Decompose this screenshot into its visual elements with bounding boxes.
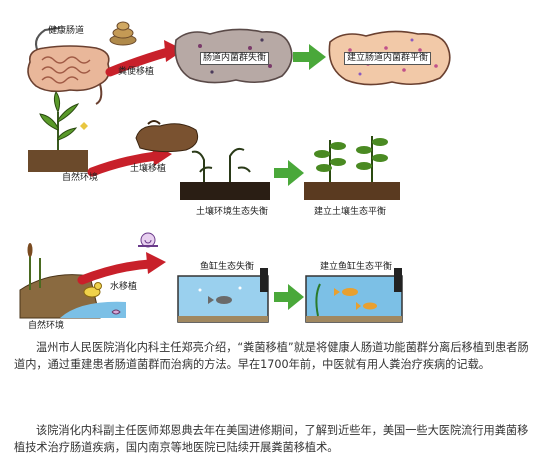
stool-icon bbox=[109, 21, 137, 46]
gut-imbalance-label: 肠道内菌群失衡 bbox=[200, 52, 270, 65]
tank-balance-label: 建立鱼缸生态平衡 bbox=[320, 262, 393, 272]
soil-natural-env-label: 自然环境 bbox=[62, 173, 99, 183]
pond-natural-env bbox=[19, 243, 126, 319]
healthy-gut-label: 健康肠道 bbox=[48, 26, 85, 36]
healthy-plants bbox=[304, 136, 400, 200]
soil-imbalance-label: 土壤环境生态失衡 bbox=[196, 207, 269, 217]
green-arrow-row3 bbox=[274, 284, 304, 310]
green-arrow-row2 bbox=[274, 160, 304, 186]
tank-imbalance-label: 鱼缸生态失衡 bbox=[200, 262, 255, 272]
green-arrow-row1 bbox=[293, 44, 326, 70]
water-transplant-label: 水移植 bbox=[110, 282, 138, 292]
article-paragraph-2: 该院消化内科副主任医师郑恩典去年在美国进修期间，了解到近些年，美国一些大医院流行… bbox=[14, 424, 529, 454]
gut-balance-label: 建立肠道内菌群平衡 bbox=[344, 52, 432, 65]
water-natural-env-label: 自然环境 bbox=[28, 321, 65, 331]
soil-balance-label: 建立土壤生态平衡 bbox=[314, 207, 387, 217]
plant-natural-env bbox=[28, 91, 88, 172]
snail-icon bbox=[138, 232, 158, 248]
healthy-gut-drawing bbox=[27, 27, 110, 105]
soil-transplant-label: 土壤移植 bbox=[130, 164, 167, 174]
fecal-transplant-illustration bbox=[19, 21, 451, 323]
article-paragraph-1: 温州市人民医院消化内科主任郑亮介绍，“粪菌移植”就是将健康人肠道功能菌群分离后移… bbox=[14, 341, 529, 371]
wilting-plants bbox=[180, 147, 270, 200]
balanced-fish-tank bbox=[305, 268, 403, 323]
red-arrow-row1 bbox=[105, 40, 184, 77]
fecal-transplant-label: 粪便移植 bbox=[118, 67, 155, 77]
soil-clump bbox=[135, 120, 199, 153]
red-arrow-row3 bbox=[77, 252, 166, 285]
unbalanced-fish-tank bbox=[177, 268, 269, 323]
